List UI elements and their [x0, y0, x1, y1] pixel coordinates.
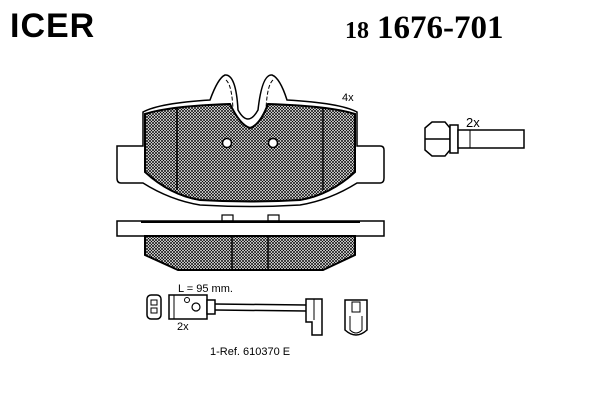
part-number: 18 1676-701 — [345, 8, 504, 51]
bolt-quantity-label: 2x — [466, 115, 480, 130]
part-number-main: 1676-701 — [377, 10, 504, 46]
brand-logo: ICER — [10, 7, 96, 45]
part-number-prefix: 18 — [345, 18, 369, 44]
brake-pad-front-view — [116, 74, 385, 208]
sensor-reference-label: 1-Ref. 610370 E — [210, 346, 291, 358]
sensor-quantity-label: 2x — [177, 321, 189, 333]
pad-quantity-label: 4x — [342, 92, 354, 104]
bolt-drawing — [424, 121, 525, 157]
sensor-length-label: L = 95 mm. — [178, 283, 233, 295]
brake-pad-side-view — [116, 214, 385, 271]
wear-sensor-drawing — [146, 294, 368, 336]
